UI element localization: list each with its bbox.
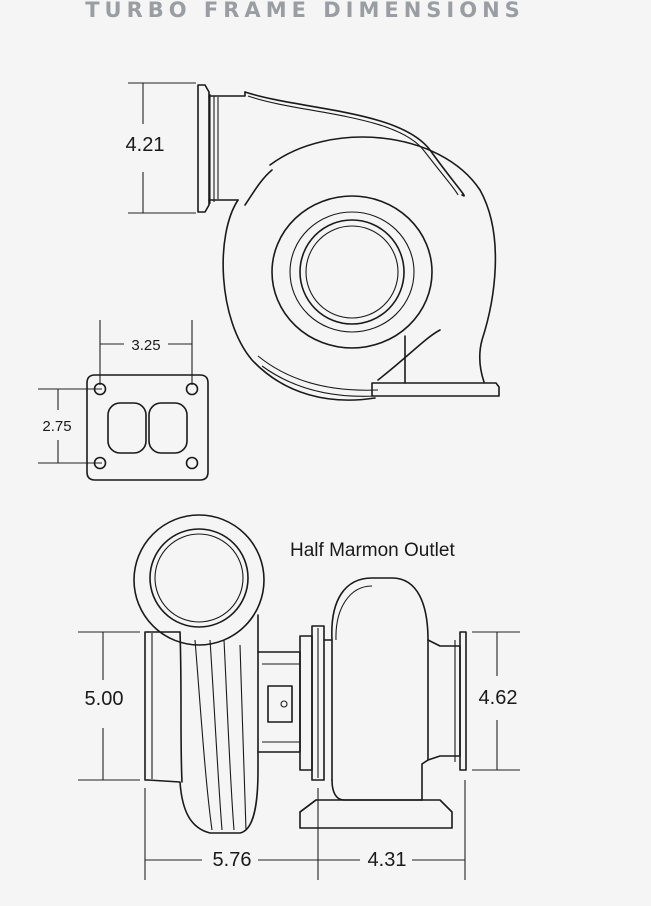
dim-turbine-outlet-height: 4.62 bbox=[472, 631, 520, 771]
turbo-side-view: Half Marmon Outlet bbox=[78, 514, 520, 880]
label-turbine-outlet-height: 4.62 bbox=[479, 687, 518, 709]
dim-inlet-height: 4.21 bbox=[126, 82, 196, 214]
label-compressor-height: 5.00 bbox=[85, 688, 124, 710]
label-inlet-height: 4.21 bbox=[126, 134, 165, 156]
dim-flange-bolt-height: 2.75 bbox=[38, 388, 102, 464]
dim-overall-length: 5.76 4.31 bbox=[144, 780, 466, 880]
dim-flange-bolt-width: 3.25 bbox=[99, 320, 193, 385]
page-title: TURBO FRAME DIMENSIONS bbox=[85, 0, 525, 22]
turbine-inlet-flange-view: 3.25 2.75 bbox=[38, 320, 209, 481]
label-flange-bolt-height: 2.75 bbox=[42, 418, 71, 435]
label-overall-length-left: 5.76 bbox=[213, 849, 252, 871]
label-outlet-type: Half Marmon Outlet bbox=[290, 540, 455, 561]
label-flange-bolt-width: 3.25 bbox=[131, 337, 160, 354]
turbine-housing-top-view: 4.21 bbox=[126, 82, 500, 401]
label-overall-length-right: 4.31 bbox=[368, 849, 407, 871]
dim-compressor-height: 5.00 bbox=[78, 631, 140, 781]
